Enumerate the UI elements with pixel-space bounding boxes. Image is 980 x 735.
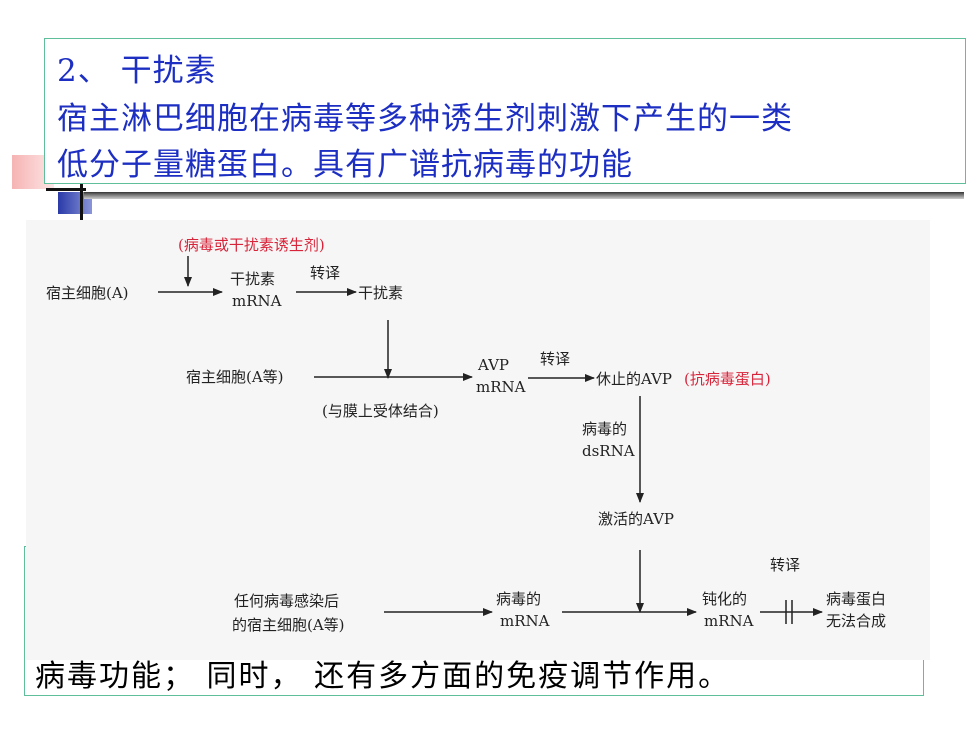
translate-label-2: 转译: [540, 350, 570, 368]
host-cell-a-label: 宿主细胞(A): [46, 284, 129, 302]
viral-dsrna-label-2: dsRNA: [582, 442, 635, 460]
ifn-mrna-label-1: 干扰素: [230, 270, 275, 288]
viral-dsrna-label-1: 病毒的: [582, 420, 627, 438]
antiviral-protein-label: (抗病毒蛋白): [684, 370, 771, 388]
title-box: 2、 干扰素 宿主淋巴细胞在病毒等多种诱生剂刺激下产生的一类 低分子量糖蛋白。具…: [44, 38, 966, 184]
decor-cross-vertical: [80, 182, 83, 220]
no-protein-label-1: 病毒蛋白: [826, 590, 886, 608]
translate-label-1: 转译: [310, 264, 340, 282]
no-protein-label-2: 无法合成: [826, 612, 886, 630]
receptor-binding-label: (与膜上受体结合): [322, 402, 439, 420]
definition-line-1: 宿主淋巴细胞在病毒等多种诱生剂刺激下产生的一类: [57, 101, 793, 137]
decor-cross-horizontal: [46, 188, 86, 191]
definition-line-2: 低分子量糖蛋白。具有广谱抗病毒的功能: [57, 147, 633, 183]
inducer-label: (病毒或干扰素诱生剂): [178, 236, 325, 254]
avp-mrna-label-2: mRNA: [476, 378, 526, 396]
blunted-mrna-label-1: 钝化的: [702, 590, 747, 608]
interferon-mechanism-diagram: (病毒或干扰素诱生剂) 宿主细胞(A) 干扰素 mRNA 转译 干扰素 宿主细胞…: [26, 220, 930, 660]
host-cell-a-etc-label: 宿主细胞(A等): [186, 368, 284, 386]
resting-avp-label: 休止的AVP: [596, 370, 672, 388]
diagram-svg: (病毒或干扰素诱生剂) 宿主细胞(A) 干扰素 mRNA 转译 干扰素 宿主细胞…: [46, 236, 886, 634]
decor-divider-line: [84, 192, 964, 199]
interferon-label: 干扰素: [358, 284, 403, 302]
viral-mrna-label-1: 病毒的: [496, 590, 541, 608]
activated-avp-label: 激活的AVP: [598, 510, 674, 528]
translate-label-3: 转译: [770, 556, 800, 574]
bottom-text: 病毒功能； 同时， 还有多方面的免疫调节作用。: [35, 659, 731, 694]
decor-blue-bar: [58, 192, 92, 214]
infected-cell-label-1: 任何病毒感染后: [234, 592, 339, 610]
viral-mrna-label-2: mRNA: [500, 612, 550, 630]
blunted-mrna-label-2: mRNA: [704, 612, 754, 630]
ifn-mrna-label-2: mRNA: [232, 292, 282, 310]
avp-mrna-label-1: AVP: [477, 356, 509, 374]
slide-heading: 2、 干扰素: [57, 53, 217, 89]
infected-cell-label-2: 的宿主细胞(A等): [232, 616, 345, 634]
